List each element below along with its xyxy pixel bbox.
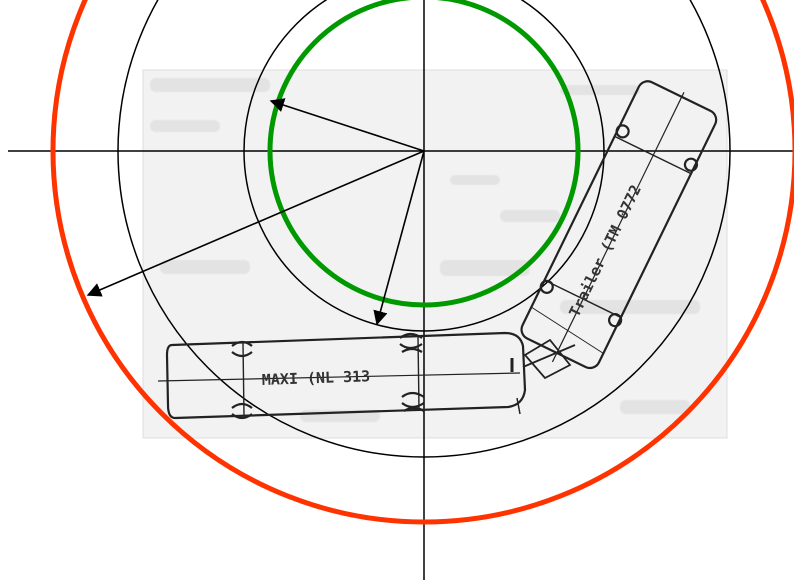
large-reference-circle bbox=[117, 0, 731, 458]
outer-swept-circle bbox=[50, 0, 794, 525]
trailer-drawing bbox=[520, 80, 718, 370]
truck-drawing bbox=[157, 331, 527, 420]
inner-turning-circle bbox=[267, 0, 581, 308]
small-reference-circle bbox=[243, 0, 605, 332]
scanned-drawing-background bbox=[142, 69, 728, 439]
radius-arrow-vehicle bbox=[373, 150, 425, 326]
radius-arrow-outer bbox=[86, 150, 425, 297]
truck-label: MAXI (NL 313 bbox=[262, 367, 371, 389]
radius-arrow-inner bbox=[269, 98, 425, 152]
